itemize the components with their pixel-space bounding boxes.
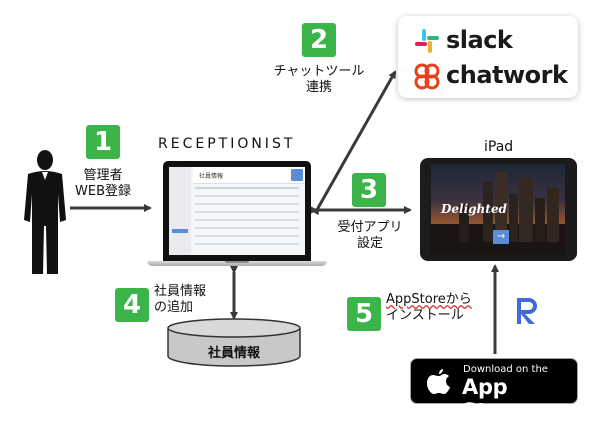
step-badge-4: 4 bbox=[115, 288, 149, 322]
slack-icon bbox=[415, 29, 439, 53]
step-2-line-1: チャットツール bbox=[273, 64, 365, 79]
step-2-line-2: 連携 bbox=[305, 80, 332, 95]
laptop-app-header bbox=[193, 167, 305, 184]
appstore-small-text: Download on the bbox=[463, 364, 548, 375]
step-label-3: 受付アプリ 設定 bbox=[322, 220, 418, 252]
step-label-1: 管理者 WEB登録 bbox=[62, 168, 144, 200]
step-3-line-1: 受付アプリ bbox=[337, 220, 403, 235]
step-badge-1: 1 bbox=[86, 125, 120, 159]
step-label-5: AppStoreから インストール bbox=[386, 292, 492, 324]
ipad-title: iPad bbox=[484, 139, 514, 155]
step-1-line-2: WEB登録 bbox=[75, 184, 131, 199]
slack-logo-text: slack bbox=[446, 26, 513, 54]
step-5-line-1: AppStoreから bbox=[386, 292, 472, 307]
apple-icon bbox=[427, 369, 450, 394]
city-skyline-image bbox=[431, 172, 565, 255]
chatwork-icon bbox=[414, 63, 440, 90]
laptop-row-line bbox=[195, 203, 299, 205]
app-store-badge[interactable]: Download on the App Store bbox=[410, 358, 578, 423]
ipad-device: Delighted → bbox=[420, 158, 577, 261]
chatwork-logo-text: chatwork bbox=[446, 61, 568, 89]
laptop-base bbox=[147, 261, 327, 266]
laptop-sidebar-active bbox=[172, 229, 188, 233]
appstore-large-text: App Store bbox=[462, 375, 525, 423]
receptionist-app-icon bbox=[511, 294, 543, 328]
step-badge-5: 5 bbox=[347, 297, 381, 331]
step-badge-2: 2 bbox=[302, 23, 336, 57]
arrow-receptionist-chat-tools bbox=[311, 70, 397, 216]
laptop-notch bbox=[225, 261, 249, 263]
step-4-line-2: の追加 bbox=[154, 300, 194, 315]
step-badge-3: 3 bbox=[352, 173, 386, 207]
database-label: 社員情報 bbox=[207, 346, 260, 361]
chat-tools-card: slack chatwork bbox=[398, 16, 578, 98]
step-label-2: チャットツール 連携 bbox=[262, 64, 376, 96]
laptop-screen-heading: 社員情報 bbox=[199, 173, 224, 180]
employee-database-icon bbox=[167, 318, 301, 367]
laptop-add-button bbox=[291, 169, 303, 181]
step-1-line-1: 管理者 bbox=[83, 168, 123, 183]
laptop-display: 社員情報 bbox=[169, 167, 305, 255]
laptop-row-line bbox=[195, 211, 299, 213]
laptop-row-line bbox=[195, 235, 299, 237]
laptop-screen: 社員情報 bbox=[163, 161, 311, 261]
laptop-app-sidebar bbox=[169, 167, 191, 255]
laptop-row-line bbox=[195, 219, 299, 221]
receptionist-title: RECEPTIONIST bbox=[158, 136, 296, 152]
ipad-next-button[interactable]: → bbox=[493, 230, 509, 244]
laptop-row-line bbox=[195, 227, 299, 229]
laptop-row-line bbox=[195, 187, 299, 189]
laptop-row-line bbox=[195, 243, 299, 245]
person-icon bbox=[24, 150, 66, 274]
step-5-line-2: インストール bbox=[386, 308, 464, 323]
step-4-line-1: 社員情報 bbox=[154, 284, 207, 299]
laptop-row-line bbox=[195, 195, 299, 197]
ipad-screen-text: Delighted bbox=[441, 202, 507, 216]
step-3-line-2: 設定 bbox=[356, 236, 383, 251]
ipad-screen: Delighted → bbox=[431, 164, 565, 255]
step-label-4: 社員情報 の追加 bbox=[154, 284, 224, 316]
